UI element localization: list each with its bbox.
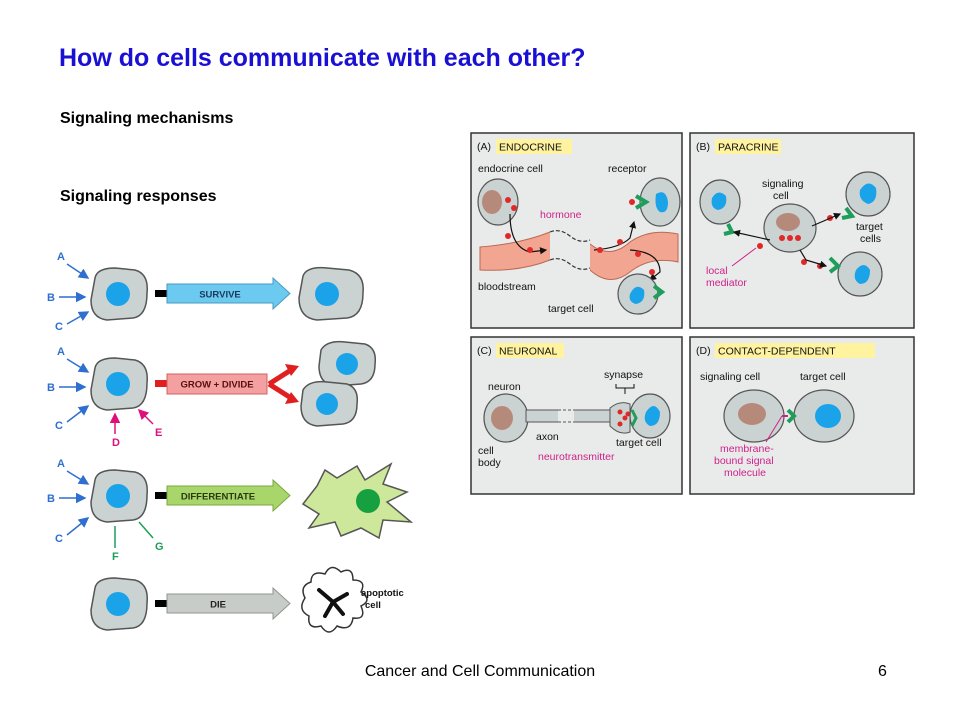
signaling-cell-label: signaling [762, 178, 804, 190]
cell-body-label-2: body [478, 457, 502, 469]
receptor-label: receptor [608, 163, 647, 175]
nucleus [356, 489, 380, 513]
response-row-die: DIE apoptotic cell [90, 566, 404, 633]
nucleus [106, 282, 130, 306]
signal-f-label: F [112, 551, 119, 563]
panel-contact-dependent: (D) CONTACT-DEPENDENT signaling cell tar… [689, 336, 915, 495]
nucleus [106, 372, 130, 396]
apoptotic-label: apoptotic [361, 588, 404, 599]
panel-paracrine: (B) PARACRINE signaling cell target cell… [689, 132, 915, 329]
membrane-bound-label-3: molecule [724, 467, 766, 479]
response-row-differentiate: A B C F G DIFFERENTIATE [47, 458, 414, 563]
nucleus [336, 353, 358, 375]
panel-c-title: NEURONAL [499, 346, 558, 358]
signal-d-label: D [112, 437, 120, 449]
response-row-grow-divide: A B C D E GROW + DIVIDE [47, 340, 377, 449]
die-label: DIE [210, 600, 226, 611]
panel-b-title: PARACRINE [718, 142, 778, 154]
hormone-label: hormone [540, 209, 582, 221]
signal-e-label: E [155, 427, 162, 439]
apoptotic-label-cell: cell [365, 600, 381, 611]
grow-divide-bar [166, 373, 268, 395]
differentiate-arrow [166, 478, 291, 513]
target-cells-label-2: cells [860, 233, 881, 245]
nucleus [316, 393, 338, 415]
neuron-label: neuron [488, 381, 521, 393]
endocrine-cell-label: endocrine cell [478, 163, 543, 175]
page-number: 6 [878, 663, 887, 680]
local-mediator-label-2: mediator [706, 277, 747, 289]
neurotransmitter-label: neurotransmitter [538, 451, 615, 463]
subheading-signaling-responses: Signaling responses [60, 188, 217, 205]
nucleus [106, 592, 130, 616]
signal-a-label: A [57, 458, 65, 470]
panel-endocrine: (A) ENDOCRINE endocrine cell receptor ho… [470, 132, 683, 329]
bloodstream-label: bloodstream [478, 281, 536, 293]
signal-c-label: C [55, 321, 63, 333]
signaling-responses-figure: A B C SURVIVE A B C D E GROW + DIVIDE [47, 251, 414, 633]
panel-b-letter: (B) [696, 141, 710, 153]
panel-neuronal: (C) NEURONAL synapse neuron axon target … [470, 336, 683, 495]
die-arrow [166, 586, 291, 621]
footer-text: Cancer and Cell Communication [364, 663, 596, 680]
panel-a-letter: (A) [477, 141, 491, 153]
cell-body-label: cell [478, 445, 494, 457]
subheading-signaling-mechanisms: Signaling mechanisms [60, 110, 234, 127]
signal-a-label: A [57, 346, 65, 358]
survive-arrow [166, 276, 291, 311]
nucleus [106, 484, 130, 508]
signal-g-label: G [155, 541, 164, 553]
panel-d-letter: (D) [696, 345, 711, 357]
grow-divide-label: GROW + DIVIDE [180, 380, 253, 391]
signaling-mechanisms-figure: (A) ENDOCRINE endocrine cell receptor ho… [470, 132, 915, 495]
signaling-cell-label-2: cell [773, 190, 789, 202]
target-cell-label: target cell [800, 371, 846, 383]
signal-a-label: A [57, 251, 65, 263]
target-cell-label: target cell [548, 303, 594, 315]
synapse-label: synapse [604, 369, 643, 381]
signal-c-label: C [55, 533, 63, 545]
slide-title: How do cells communicate with each other… [59, 44, 586, 72]
signal-b-label: B [47, 292, 55, 304]
signal-c-label: C [55, 420, 63, 432]
panel-d-title: CONTACT-DEPENDENT [718, 346, 836, 358]
signaling-cell-label: signaling cell [700, 371, 760, 383]
signal-b-label: B [47, 382, 55, 394]
membrane-bound-label-2: bound signal [714, 455, 774, 467]
axon-label: axon [536, 431, 559, 443]
response-row-survive: A B C SURVIVE [47, 251, 364, 333]
target-cells-label: target [856, 221, 883, 233]
panel-c-letter: (C) [477, 345, 492, 357]
target-cell-label: target cell [616, 437, 662, 449]
membrane-bound-label: membrane- [720, 443, 774, 455]
panel-a-title: ENDOCRINE [499, 142, 562, 154]
differentiate-label: DIFFERENTIATE [181, 492, 255, 503]
local-mediator-label: local [706, 265, 728, 277]
nucleus [315, 282, 339, 306]
survive-label: SURVIVE [199, 290, 241, 301]
signal-b-label: B [47, 493, 55, 505]
